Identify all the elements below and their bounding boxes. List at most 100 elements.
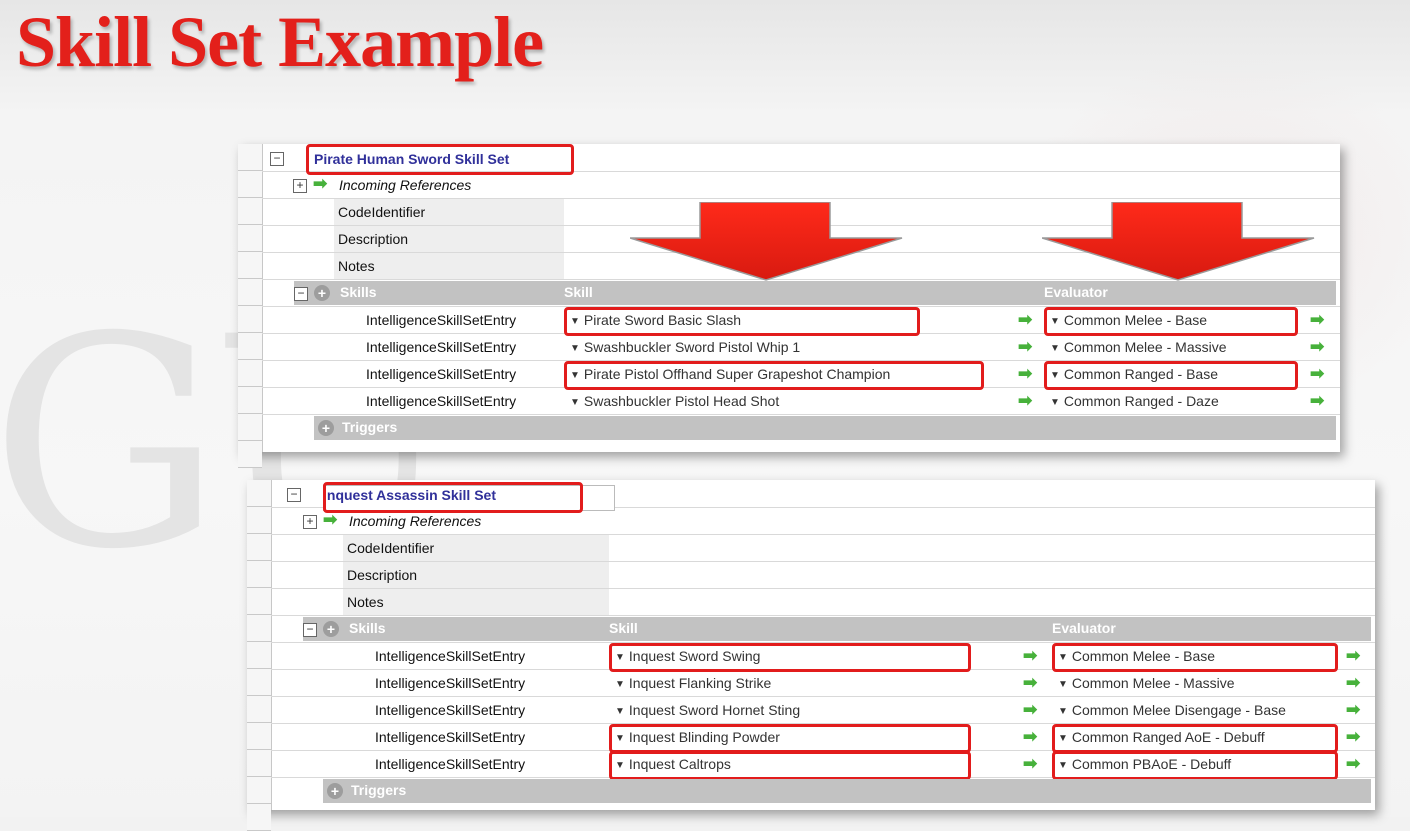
- skill-dropdown[interactable]: ▼Swashbuckler Sword Pistol Whip 1: [570, 339, 800, 355]
- row-selector[interactable]: [238, 441, 262, 468]
- skill-highlight: [609, 643, 971, 672]
- expand-box-icon[interactable]: +: [303, 515, 317, 529]
- evaluator-dropdown[interactable]: ▼Common Melee - Base: [1050, 312, 1207, 328]
- field-value-input[interactable]: [609, 562, 1373, 587]
- green-arrow-icon[interactable]: ➡: [1346, 646, 1361, 665]
- row-selector[interactable]: [238, 306, 262, 333]
- evaluator-dropdown[interactable]: ▼Common Ranged AoE - Debuff: [1058, 729, 1265, 745]
- row-divider: [271, 561, 1375, 562]
- row-selector[interactable]: [247, 723, 271, 750]
- skill-dropdown[interactable]: ▼Inquest Flanking Strike: [615, 675, 771, 691]
- incoming-references-label[interactable]: Incoming References: [349, 513, 482, 529]
- row-selector[interactable]: [247, 777, 271, 804]
- evaluator-dropdown[interactable]: ▼Common Ranged - Daze: [1050, 393, 1219, 409]
- field-label-cell: [343, 589, 609, 615]
- skill-value: Inquest Blinding Powder: [628, 729, 780, 745]
- evaluator-dropdown[interactable]: ▼Common Melee Disengage - Base: [1058, 702, 1286, 718]
- evaluator-highlight: [1044, 361, 1298, 390]
- green-arrow-icon[interactable]: ➡: [1018, 310, 1033, 329]
- row-selector[interactable]: [247, 642, 271, 669]
- slide-title: Skill Set Example: [16, 2, 544, 82]
- evaluator-dropdown[interactable]: ▼Common Melee - Massive: [1058, 675, 1235, 691]
- green-arrow-icon[interactable]: ➡: [1346, 727, 1361, 746]
- field-label: CodeIdentifier: [347, 540, 435, 556]
- collapse-box-icon[interactable]: −: [270, 152, 284, 166]
- green-arrow-icon[interactable]: ➡: [1023, 673, 1038, 692]
- skill-dropdown[interactable]: ▼Swashbuckler Pistol Head Shot: [570, 393, 779, 409]
- collapse-box-icon[interactable]: −: [287, 488, 301, 502]
- row-selector[interactable]: [247, 534, 271, 561]
- row-selector[interactable]: [238, 144, 262, 171]
- green-arrow-icon[interactable]: ➡: [1023, 727, 1038, 746]
- skill-value: Swashbuckler Pistol Head Shot: [583, 393, 780, 409]
- row-selector[interactable]: [247, 615, 271, 642]
- green-arrow-icon[interactable]: ➡: [1023, 700, 1038, 719]
- row-selector[interactable]: [247, 804, 271, 831]
- skill-dropdown[interactable]: ▼Inquest Sword Hornet Sting: [615, 702, 800, 718]
- green-arrow-icon[interactable]: ➡: [1346, 700, 1361, 719]
- row-selector[interactable]: [238, 414, 262, 441]
- collapse-box-icon[interactable]: −: [294, 287, 308, 301]
- green-arrow-icon[interactable]: ➡: [1018, 337, 1033, 356]
- green-arrow-icon[interactable]: ➡: [1310, 337, 1325, 356]
- green-arrow-icon: ➡: [313, 174, 328, 193]
- row-selector[interactable]: [247, 669, 271, 696]
- dropdown-triangle-icon: ▼: [1058, 652, 1068, 663]
- row-selector[interactable]: [238, 387, 262, 414]
- gray-circle-icon[interactable]: +: [327, 783, 343, 799]
- row-selector[interactable]: [247, 561, 271, 588]
- row-selector[interactable]: [238, 198, 262, 225]
- evaluator-value: Common Ranged - Base: [1063, 366, 1218, 382]
- row-selector[interactable]: [238, 279, 262, 306]
- skill-dropdown[interactable]: ▼Pirate Pistol Offhand Super Grapeshot C…: [570, 366, 890, 382]
- evaluator-value: Common PBAoE - Debuff: [1071, 756, 1232, 772]
- row-selector[interactable]: [247, 588, 271, 615]
- skill-dropdown[interactable]: ▼Inquest Caltrops: [615, 756, 731, 772]
- green-arrow-icon[interactable]: ➡: [1023, 646, 1038, 665]
- evaluator-column-header: Evaluator: [1052, 620, 1116, 636]
- row-selector[interactable]: [238, 252, 262, 279]
- field-value-input[interactable]: [609, 589, 1373, 614]
- gray-circle-icon[interactable]: +: [318, 420, 334, 436]
- row-selector[interactable]: [247, 507, 271, 534]
- evaluator-dropdown[interactable]: ▼Common Ranged - Base: [1050, 366, 1218, 382]
- row-selector[interactable]: [238, 333, 262, 360]
- green-arrow-icon[interactable]: ➡: [1310, 391, 1325, 410]
- dropdown-triangle-icon: ▼: [570, 343, 580, 354]
- expand-box-icon[interactable]: +: [293, 179, 307, 193]
- evaluator-dropdown[interactable]: ▼Common PBAoE - Debuff: [1058, 756, 1231, 772]
- dropdown-triangle-icon: ▼: [1050, 343, 1060, 354]
- skill-dropdown[interactable]: ▼Inquest Blinding Powder: [615, 729, 780, 745]
- green-arrow-icon[interactable]: ➡: [1346, 754, 1361, 773]
- row-divider: [271, 723, 1375, 724]
- field-value-input[interactable]: [609, 535, 1373, 560]
- row-selector[interactable]: [247, 750, 271, 777]
- entry-type-label: IntelligenceSkillSetEntry: [375, 756, 526, 772]
- green-arrow-icon[interactable]: ➡: [1018, 364, 1033, 383]
- green-arrow-icon[interactable]: ➡: [1310, 364, 1325, 383]
- incoming-references-label[interactable]: Incoming References: [339, 177, 472, 193]
- green-arrow-icon[interactable]: ➡: [1018, 391, 1033, 410]
- row-selector[interactable]: [238, 171, 262, 198]
- dropdown-triangle-icon: ▼: [615, 652, 625, 663]
- skill-dropdown[interactable]: ▼Pirate Sword Basic Slash: [570, 312, 741, 328]
- green-arrow-icon[interactable]: ➡: [1023, 754, 1038, 773]
- gray-circle-icon[interactable]: +: [323, 621, 339, 637]
- collapse-box-icon[interactable]: −: [303, 623, 317, 637]
- skill-dropdown[interactable]: ▼Inquest Sword Swing: [615, 648, 760, 664]
- row-selector[interactable]: [238, 225, 262, 252]
- skill-value: Inquest Flanking Strike: [628, 675, 772, 691]
- skill-value: Pirate Pistol Offhand Super Grapeshot Ch…: [583, 366, 891, 382]
- triggers-section-label: Triggers: [351, 782, 407, 798]
- row-divider: [271, 615, 1375, 616]
- dropdown-triangle-icon: ▼: [1050, 370, 1060, 381]
- green-arrow-icon[interactable]: ➡: [1310, 310, 1325, 329]
- gray-circle-icon[interactable]: +: [314, 285, 330, 301]
- row-selector[interactable]: [247, 480, 271, 507]
- green-arrow-icon[interactable]: ➡: [1346, 673, 1361, 692]
- evaluator-dropdown[interactable]: ▼Common Melee - Massive: [1050, 339, 1227, 355]
- row-selector[interactable]: [247, 696, 271, 723]
- evaluator-dropdown[interactable]: ▼Common Melee - Base: [1058, 648, 1215, 664]
- row-selector[interactable]: [238, 360, 262, 387]
